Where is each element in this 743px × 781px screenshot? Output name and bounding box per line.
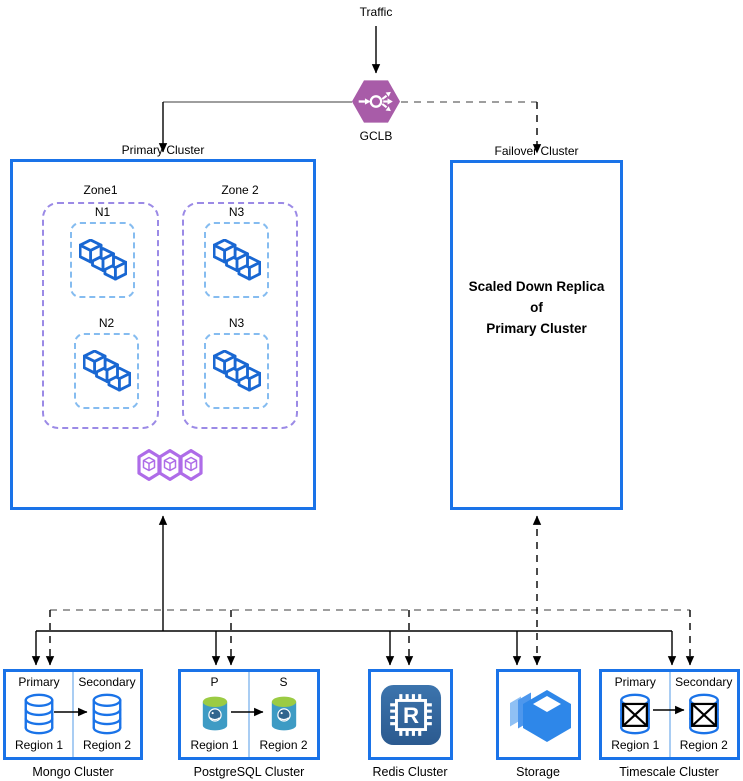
mongo-primary-half: Primary Region 1 <box>6 672 72 757</box>
failover-cluster-label: Failover Cluster <box>494 144 579 158</box>
gke-pods-icon <box>213 350 261 392</box>
gke-pods-icon <box>79 239 127 281</box>
node-n2-box <box>74 333 139 409</box>
mongo-primary-label: Primary <box>18 675 60 689</box>
gclb-icon <box>351 79 401 124</box>
failover-body-line1: Scaled Down Replica <box>468 279 605 294</box>
mongo-cluster-name: Mongo Cluster <box>32 765 114 779</box>
postgres-secondary-label: S <box>279 675 288 689</box>
node-n3a-label: N3 <box>228 205 245 219</box>
storage-box <box>496 669 581 760</box>
postgres-primary-half: P Region 1 <box>181 672 248 757</box>
timescale-db-icon <box>685 693 723 735</box>
mongo-secondary-half: Secondary Region 2 <box>72 672 140 757</box>
timescale-primary-half: Primary Region 1 <box>602 672 669 757</box>
storage-name: Storage <box>516 765 560 779</box>
failover-body-text: Scaled Down Replica of Primary Cluster <box>453 277 620 340</box>
failover-body-line2: of <box>530 299 543 315</box>
node-n1-label: N1 <box>94 205 111 219</box>
postgres-db-icon <box>269 694 299 734</box>
postgres-region2-label: Region 2 <box>259 738 308 752</box>
mongo-region1-label: Region 1 <box>14 738 64 752</box>
failover-cluster-box: Scaled Down Replica of Primary Cluster <box>450 160 623 510</box>
node-n3b-box <box>204 333 269 409</box>
postgres-primary-label: P <box>210 675 219 689</box>
traffic-label: Traffic <box>359 5 393 19</box>
postgres-region1-label: Region 1 <box>190 738 239 752</box>
node-n3b-label: N3 <box>228 316 245 330</box>
mongo-db-icon <box>22 693 56 735</box>
primary-cluster-label: Primary Cluster <box>121 143 205 157</box>
zone1-box <box>42 202 159 429</box>
zone1-label: Zone1 <box>83 183 118 197</box>
mongo-region2-label: Region 2 <box>82 738 132 752</box>
failover-body-line3: Primary Cluster <box>486 320 587 336</box>
redis-cluster-box <box>368 669 453 760</box>
postgres-cluster-name: PostgreSQL Cluster <box>193 765 305 779</box>
timescale-region1-label: Region 1 <box>611 738 660 752</box>
mongo-secondary-label: Secondary <box>78 675 136 689</box>
gke-pods-icon <box>83 350 131 392</box>
gclb-label: GCLB <box>359 129 393 143</box>
workload-cubes-icon <box>137 449 203 481</box>
postgres-db-icon <box>200 694 230 734</box>
timescale-primary-label: Primary <box>614 675 656 689</box>
storage-icon <box>505 686 573 744</box>
zone2-box <box>182 202 298 429</box>
zone2-label: Zone 2 <box>221 183 259 197</box>
timescale-secondary-half: Secondary Region 2 <box>668 672 738 757</box>
postgres-cluster-box: P Region 1 S Region 2 <box>178 669 320 760</box>
timescale-cluster-name: Timescale Cluster <box>619 765 719 779</box>
mongo-db-icon <box>90 693 124 735</box>
gke-pods-icon <box>213 239 261 281</box>
node-n3a-box <box>204 222 269 298</box>
timescale-db-icon <box>616 693 654 735</box>
timescale-secondary-label: Secondary <box>675 675 733 689</box>
node-n1-box <box>70 222 135 298</box>
timescale-cluster-box: Primary Region 1 Secondary Region 2 <box>599 669 740 760</box>
mongo-cluster-box: Primary Region 1 Secondary Region 2 <box>3 669 143 760</box>
postgres-secondary-half: S Region 2 <box>248 672 317 757</box>
timescale-region2-label: Region 2 <box>679 738 728 752</box>
redis-icon <box>380 684 442 746</box>
node-n2-label: N2 <box>98 316 115 330</box>
redis-cluster-name: Redis Cluster <box>372 765 448 779</box>
